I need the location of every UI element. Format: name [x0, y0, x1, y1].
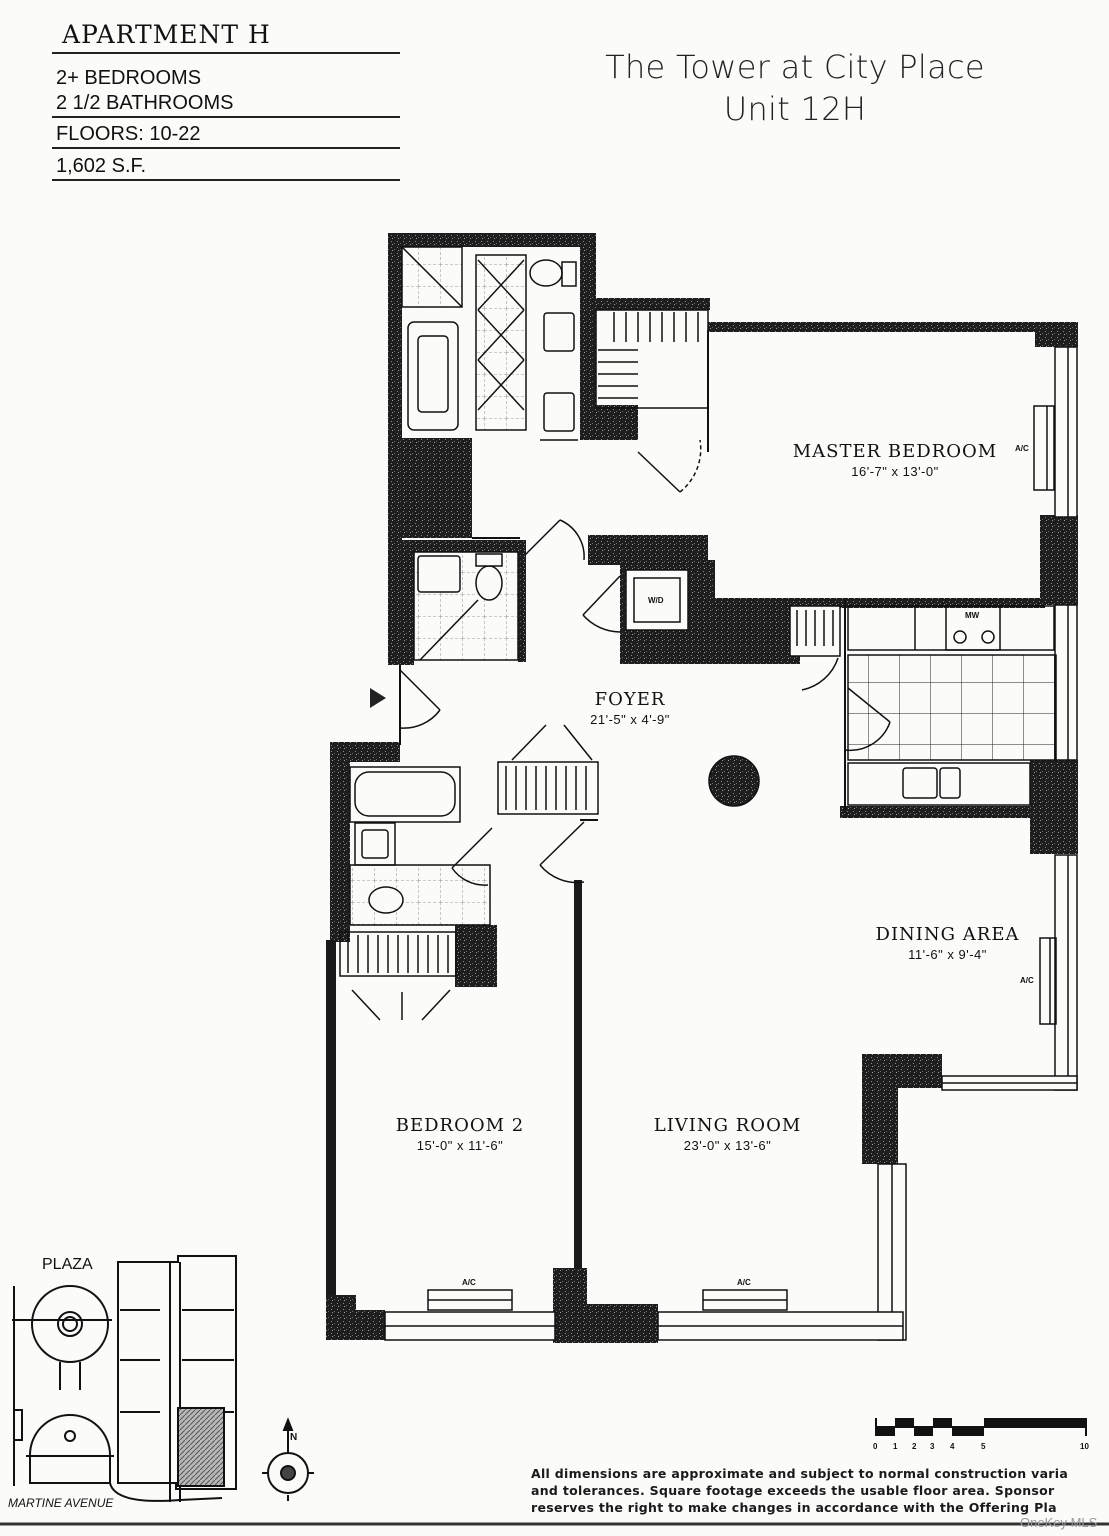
- powder-room-fixtures: [413, 519, 585, 661]
- hall-bath-fixtures: [339, 669, 599, 1021]
- apartment-info-block: APARTMENT H 2+ BEDROOMS 2 1/2 BATHROOMS …: [52, 16, 400, 181]
- scale-tick-4: 4: [950, 1442, 955, 1451]
- mls-watermark: OneKey MLS: [1020, 1515, 1098, 1530]
- plaza-label: PLAZA: [42, 1256, 93, 1273]
- street-label: MARTINE AVENUE: [8, 1496, 114, 1510]
- room-name: LIVING ROOM: [653, 1115, 802, 1136]
- ac-label-bedroom-2: A/C: [462, 1278, 476, 1287]
- scale-tick-2: 2: [912, 1442, 917, 1451]
- master-bath-fixtures: [401, 246, 709, 493]
- laundry-closet: [582, 569, 841, 691]
- room-dimensions: 21'-5" x 4'-9": [590, 712, 670, 727]
- room-label-master-bedroom: MASTER BEDROOM 16'-7" x 13'-0": [790, 442, 1000, 482]
- ac-label-master: A/C: [1015, 444, 1029, 453]
- room-dimensions: 15'-0" x 11'-6": [416, 1138, 504, 1153]
- scale-bar: [875, 1418, 1087, 1436]
- kitchen: [844, 605, 1057, 806]
- walls: [326, 233, 1078, 1343]
- disclaimer-line-1: All dimensions are approximate and subje…: [531, 1466, 1069, 1481]
- disclaimer-line-2: and tolerances. Square footage exceeds t…: [531, 1483, 1055, 1498]
- room-dimensions: 23'-0" x 13'-6": [683, 1138, 772, 1153]
- north-compass-icon: [262, 1417, 314, 1501]
- building-name: The Tower at City Place: [605, 48, 985, 86]
- scale-tick-0: 0: [873, 1442, 878, 1451]
- structural-column: [708, 755, 760, 807]
- room-label-living-room: LIVING ROOM 23'-0" x 13'-6": [650, 1116, 805, 1156]
- north-label: N: [290, 1432, 298, 1443]
- scale-tick-10: 10: [1080, 1442, 1089, 1451]
- room-name: BEDROOM 2: [395, 1115, 525, 1136]
- room-label-bedroom-2: BEDROOM 2 15'-0" x 11'-6": [390, 1116, 530, 1156]
- bathrooms-count: 2 1/2 BATHROOMS: [52, 91, 400, 118]
- unit-number: Unit 12H: [723, 90, 867, 128]
- room-dimensions: 16'-7" x 13'-0": [851, 464, 939, 479]
- ac-label-living: A/C: [737, 1278, 751, 1287]
- room-label-dining-area: DINING AREA 11'-6" x 9'-4": [870, 925, 1025, 965]
- scale-tick-3: 3: [930, 1442, 935, 1451]
- room-label-foyer: FOYER 21'-5" x 4'-9": [570, 690, 690, 730]
- apartment-title: APARTMENT H: [52, 16, 400, 54]
- windows: [384, 346, 1078, 1341]
- washer-dryer-label: W/D: [648, 596, 664, 605]
- scale-tick-1: 1: [893, 1442, 898, 1451]
- room-name: DINING AREA: [875, 924, 1020, 945]
- scale-tick-5: 5: [981, 1442, 986, 1451]
- room-dimensions: 11'-6" x 9'-4": [908, 947, 987, 962]
- square-footage: 1,602 S.F.: [52, 149, 400, 181]
- room-name: MASTER BEDROOM: [792, 441, 998, 462]
- site-plan: [12, 1255, 237, 1502]
- ac-label-dining: A/C: [1020, 976, 1034, 985]
- microwave-label: MW: [965, 611, 980, 620]
- disclaimer-line-3: reserves the right to make changes in ac…: [531, 1500, 1057, 1515]
- disclaimer-text: All dimensions are approximate and subje…: [531, 1465, 1109, 1516]
- ac-units: [427, 405, 1057, 1311]
- room-name: FOYER: [594, 689, 666, 710]
- building-title: The Tower at City Place Unit 12H: [560, 46, 1030, 130]
- bedrooms-count: 2+ BEDROOMS: [56, 67, 202, 89]
- floors-range: FLOORS: 10-22: [52, 118, 400, 149]
